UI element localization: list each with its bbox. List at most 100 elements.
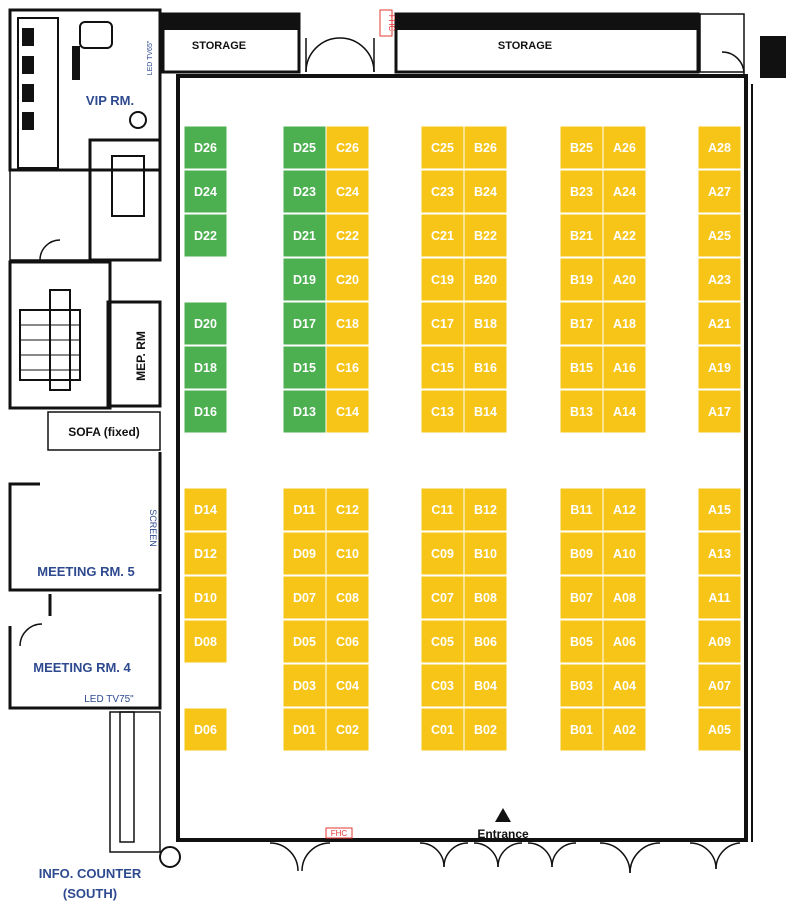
booth-tile[interactable]: [463, 169, 508, 214]
booth-d25[interactable]: D25: [282, 125, 327, 170]
booth-tile[interactable]: [697, 257, 742, 302]
booth-c11[interactable]: C11: [420, 487, 465, 532]
booth-tile[interactable]: [282, 707, 327, 752]
booth-tile[interactable]: [559, 707, 604, 752]
booth-tile[interactable]: [183, 531, 228, 576]
booth-tile[interactable]: [463, 707, 508, 752]
booth-b23[interactable]: B23: [559, 169, 604, 214]
booth-a11[interactable]: A11: [697, 575, 742, 620]
booth-tile[interactable]: [282, 531, 327, 576]
booth-c21[interactable]: C21: [420, 213, 465, 258]
booth-c16[interactable]: C16: [325, 345, 370, 390]
booth-tile[interactable]: [183, 213, 228, 258]
booth-c23[interactable]: C23: [420, 169, 465, 214]
booth-c08[interactable]: C08: [325, 575, 370, 620]
booth-tile[interactable]: [602, 389, 647, 434]
booth-a23[interactable]: A23: [697, 257, 742, 302]
booth-d13[interactable]: D13: [282, 389, 327, 434]
booth-a16[interactable]: A16: [602, 345, 647, 390]
booth-c20[interactable]: C20: [325, 257, 370, 302]
booth-tile[interactable]: [463, 125, 508, 170]
booth-c15[interactable]: C15: [420, 345, 465, 390]
booth-tile[interactable]: [697, 663, 742, 708]
booth-tile[interactable]: [420, 663, 465, 708]
booth-b06[interactable]: B06: [463, 619, 508, 664]
booth-tile[interactable]: [697, 301, 742, 346]
booth-tile[interactable]: [697, 345, 742, 390]
booth-tile[interactable]: [282, 663, 327, 708]
booth-a05[interactable]: A05: [697, 707, 742, 752]
booth-c10[interactable]: C10: [325, 531, 370, 576]
booth-tile[interactable]: [559, 619, 604, 664]
booth-d06[interactable]: D06: [183, 707, 228, 752]
booth-tile[interactable]: [183, 487, 228, 532]
booth-tile[interactable]: [602, 345, 647, 390]
booth-c26[interactable]: C26: [325, 125, 370, 170]
booth-tile[interactable]: [325, 301, 370, 346]
booth-tile[interactable]: [183, 575, 228, 620]
booth-tile[interactable]: [463, 345, 508, 390]
booth-tile[interactable]: [420, 125, 465, 170]
booth-d15[interactable]: D15: [282, 345, 327, 390]
booth-a24[interactable]: A24: [602, 169, 647, 214]
booth-tile[interactable]: [463, 619, 508, 664]
booth-a20[interactable]: A20: [602, 257, 647, 302]
booth-tile[interactable]: [325, 169, 370, 214]
booth-a08[interactable]: A08: [602, 575, 647, 620]
booth-b05[interactable]: B05: [559, 619, 604, 664]
booth-tile[interactable]: [559, 257, 604, 302]
booth-d03[interactable]: D03: [282, 663, 327, 708]
booth-c13[interactable]: C13: [420, 389, 465, 434]
booth-b04[interactable]: B04: [463, 663, 508, 708]
booth-a14[interactable]: A14: [602, 389, 647, 434]
booth-tile[interactable]: [463, 389, 508, 434]
booth-d16[interactable]: D16: [183, 389, 228, 434]
booth-b09[interactable]: B09: [559, 531, 604, 576]
booth-d14[interactable]: D14: [183, 487, 228, 532]
booth-tile[interactable]: [463, 487, 508, 532]
booth-tile[interactable]: [602, 575, 647, 620]
booth-tile[interactable]: [420, 707, 465, 752]
booth-tile[interactable]: [697, 531, 742, 576]
booth-b03[interactable]: B03: [559, 663, 604, 708]
booth-tile[interactable]: [183, 125, 228, 170]
booth-tile[interactable]: [697, 213, 742, 258]
booth-tile[interactable]: [697, 389, 742, 434]
booth-c02[interactable]: C02: [325, 707, 370, 752]
booth-c18[interactable]: C18: [325, 301, 370, 346]
booth-a26[interactable]: A26: [602, 125, 647, 170]
booth-a18[interactable]: A18: [602, 301, 647, 346]
booth-tile[interactable]: [420, 619, 465, 664]
booth-tile[interactable]: [602, 487, 647, 532]
booth-tile[interactable]: [420, 487, 465, 532]
booth-tile[interactable]: [602, 257, 647, 302]
booth-c19[interactable]: C19: [420, 257, 465, 302]
booth-tile[interactable]: [325, 125, 370, 170]
booth-c01[interactable]: C01: [420, 707, 465, 752]
booth-tile[interactable]: [697, 707, 742, 752]
booth-d05[interactable]: D05: [282, 619, 327, 664]
booth-tile[interactable]: [559, 487, 604, 532]
booth-c22[interactable]: C22: [325, 213, 370, 258]
booth-b14[interactable]: B14: [463, 389, 508, 434]
booth-d24[interactable]: D24: [183, 169, 228, 214]
booth-b20[interactable]: B20: [463, 257, 508, 302]
booth-c14[interactable]: C14: [325, 389, 370, 434]
booth-d21[interactable]: D21: [282, 213, 327, 258]
booth-tile[interactable]: [559, 125, 604, 170]
booth-tile[interactable]: [282, 125, 327, 170]
booth-tile[interactable]: [325, 257, 370, 302]
booth-tile[interactable]: [559, 531, 604, 576]
booth-a27[interactable]: A27: [697, 169, 742, 214]
booth-tile[interactable]: [697, 487, 742, 532]
booth-b13[interactable]: B13: [559, 389, 604, 434]
booth-tile[interactable]: [602, 125, 647, 170]
booth-d18[interactable]: D18: [183, 345, 228, 390]
booth-tile[interactable]: [559, 169, 604, 214]
booth-d10[interactable]: D10: [183, 575, 228, 620]
booth-a21[interactable]: A21: [697, 301, 742, 346]
booth-tile[interactable]: [559, 575, 604, 620]
booth-d07[interactable]: D07: [282, 575, 327, 620]
booth-d08[interactable]: D08: [183, 619, 228, 664]
booth-c06[interactable]: C06: [325, 619, 370, 664]
